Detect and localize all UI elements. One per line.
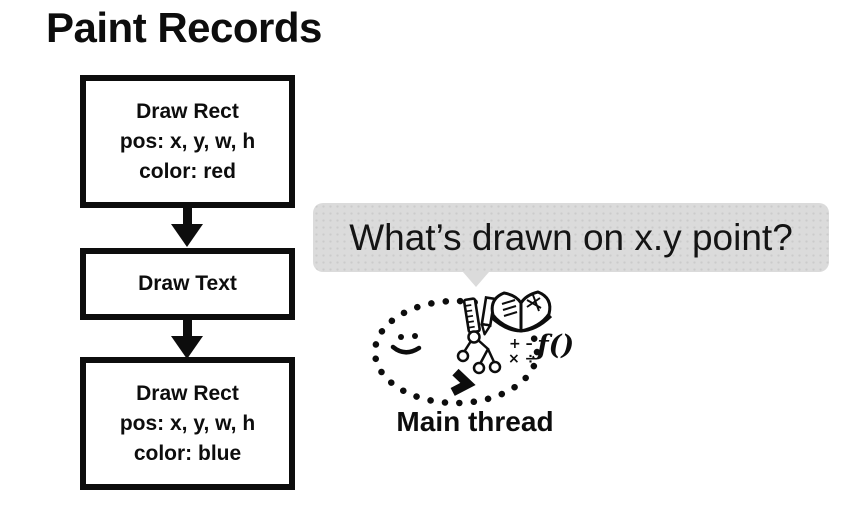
paint-record-box-draw-rect-red: Draw Rect pos: x, y, w, h color: red <box>80 75 295 208</box>
speech-bubble: What’s drawn on x.y point? <box>313 203 829 287</box>
page-title: Paint Records <box>46 4 322 51</box>
flow-arrow-down-icon <box>157 320 217 359</box>
svg-text:× ÷: × ÷ <box>508 351 536 367</box>
arrow-shaft <box>182 320 192 336</box>
record-line: Draw Rect <box>136 381 239 405</box>
speech-bubble-text: What’s drawn on x.y point? <box>349 216 793 258</box>
record-line: pos: x, y, w, h <box>119 411 256 435</box>
paint-record-box-draw-rect-blue: Draw Rect pos: x, y, w, h color: blue <box>80 357 295 490</box>
arrow-shaft <box>182 208 192 224</box>
math-symbols-icon: + – × ÷ <box>508 336 536 367</box>
speech-bubble-tail <box>463 272 489 287</box>
paint-record-box-draw-text: Draw Text <box>80 248 295 320</box>
record-line: color: red <box>139 159 236 183</box>
main-thread-label: Main thread <box>396 406 554 437</box>
record-line: color: blue <box>133 441 242 465</box>
open-book-icon <box>489 290 553 333</box>
record-line: Draw Text <box>138 272 237 295</box>
record-line: Draw Rect <box>136 99 239 123</box>
smiley-face-icon <box>390 333 422 355</box>
loop-arrowhead-icon <box>450 368 476 396</box>
svg-text:+ –: + – <box>509 336 533 352</box>
arrow-head <box>171 224 203 247</box>
main-thread-doodle: + – × ÷ ƒ() <box>371 290 574 407</box>
ruler-icon <box>462 297 481 334</box>
dotted-loop-icon <box>371 297 541 407</box>
arrow-head <box>171 336 203 359</box>
record-line: pos: x, y, w, h <box>119 129 256 153</box>
node-tree-icon <box>456 330 502 375</box>
function-icon: ƒ() <box>532 330 574 361</box>
flow-arrow-down-icon <box>157 208 217 247</box>
